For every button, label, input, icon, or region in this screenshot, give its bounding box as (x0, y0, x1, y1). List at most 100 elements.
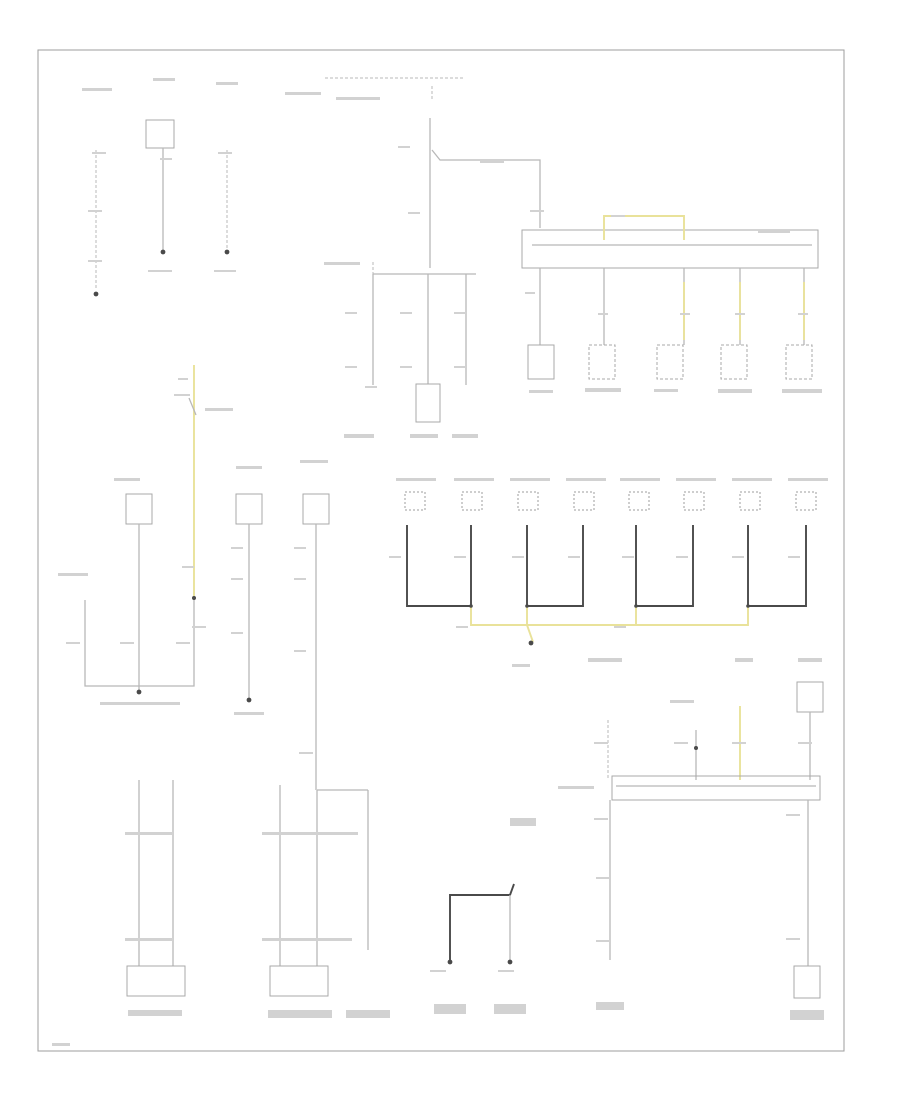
illegible-label-mark (510, 478, 550, 481)
ground-point-icon (224, 249, 230, 255)
illegible-label-mark (676, 556, 688, 558)
illegible-label-mark (216, 82, 238, 85)
illegible-label-mark (654, 389, 678, 392)
illegible-label-mark (454, 312, 466, 314)
illegible-label-mark (52, 1043, 70, 1046)
illegible-label-mark (512, 664, 530, 667)
illegible-label-mark (596, 877, 610, 879)
illegible-label-mark (192, 626, 206, 628)
illegible-label-mark (324, 262, 360, 265)
illegible-label-mark (452, 434, 478, 438)
illegible-label-mark (594, 818, 608, 820)
ground-point-icon (246, 697, 252, 703)
splice-point-icon (192, 596, 196, 600)
illegible-label-mark (262, 938, 352, 941)
illegible-label-mark (530, 210, 544, 212)
illegible-label-mark (676, 478, 716, 481)
illegible-label-mark (148, 270, 172, 272)
illegible-label-mark (588, 658, 622, 662)
illegible-label-mark (732, 556, 744, 558)
illegible-label-mark (231, 547, 243, 549)
ground-point-icon (93, 291, 99, 297)
illegible-label-mark (125, 832, 173, 835)
illegible-label-mark (494, 1004, 526, 1014)
illegible-label-mark (788, 478, 828, 481)
lower-right-junction-block (607, 681, 824, 999)
ground-point-icon (507, 959, 513, 965)
illegible-label-mark (596, 1002, 624, 1010)
illegible-label-marks (52, 78, 828, 1046)
illegible-label-mark (396, 478, 436, 481)
illegible-label-mark (735, 313, 745, 315)
illegible-label-mark (798, 313, 808, 315)
ground-point-icon (160, 249, 166, 255)
illegible-label-mark (336, 97, 380, 100)
illegible-label-mark (125, 938, 173, 941)
illegible-label-mark (92, 152, 106, 154)
illegible-label-mark (622, 556, 634, 558)
illegible-label-mark (400, 312, 412, 314)
illegible-label-mark (268, 1010, 332, 1018)
illegible-label-mark (153, 78, 175, 81)
illegible-label-mark (680, 313, 690, 315)
illegible-label-mark (66, 642, 80, 644)
illegible-label-mark (182, 566, 194, 568)
illegible-label-mark (454, 556, 466, 558)
illegible-label-mark (674, 742, 688, 744)
illegible-label-mark (231, 578, 243, 580)
illegible-label-mark (389, 556, 401, 558)
illegible-label-mark (585, 388, 621, 392)
illegible-label-mark (454, 366, 466, 368)
illegible-label-mark (300, 460, 328, 463)
illegible-label-mark (512, 556, 524, 558)
illegible-label-mark (262, 832, 358, 835)
illegible-label-mark (594, 742, 608, 744)
illegible-label-mark (236, 466, 262, 469)
illegible-label-mark (510, 818, 536, 826)
diagram-frame (37, 49, 845, 1052)
top-right-junction-block (521, 215, 819, 380)
illegible-label-mark (614, 626, 626, 628)
illegible-label-mark (790, 1010, 824, 1020)
illegible-label-mark (735, 658, 753, 662)
illegible-label-mark (294, 650, 306, 652)
ground-point-icon (447, 959, 453, 965)
illegible-label-mark (231, 632, 243, 634)
illegible-label-mark (398, 146, 410, 148)
illegible-label-mark (160, 158, 172, 160)
illegible-label-mark (408, 212, 420, 214)
illegible-label-mark (128, 1010, 182, 1016)
illegible-label-mark (718, 389, 752, 393)
illegible-label-mark (82, 88, 112, 91)
top-left-components (93, 119, 230, 297)
illegible-label-mark (234, 712, 264, 715)
illegible-label-mark (568, 556, 580, 558)
illegible-label-mark (529, 390, 553, 393)
illegible-label-mark (178, 378, 188, 380)
illegible-label-mark (798, 658, 822, 662)
illegible-label-mark (732, 742, 746, 744)
illegible-label-mark (214, 270, 236, 272)
middle-left-components (84, 365, 330, 790)
illegible-label-mark (344, 434, 374, 438)
illegible-label-mark (782, 389, 822, 393)
illegible-label-mark (88, 210, 102, 212)
illegible-label-mark (788, 556, 800, 558)
illegible-label-mark (346, 1010, 390, 1018)
illegible-label-mark (345, 366, 357, 368)
illegible-label-mark (299, 752, 313, 754)
illegible-label-mark (400, 366, 412, 368)
illegible-label-mark (558, 786, 594, 789)
illegible-label-mark (294, 578, 306, 580)
illegible-label-mark (798, 742, 812, 744)
illegible-label-mark (345, 312, 357, 314)
illegible-label-mark (410, 434, 438, 438)
illegible-label-mark (285, 92, 321, 95)
illegible-label-mark (100, 702, 180, 705)
illegible-label-mark (620, 478, 660, 481)
center-right-ground-bus (404, 491, 817, 646)
illegible-label-mark (732, 478, 772, 481)
illegible-label-mark (786, 938, 800, 940)
illegible-label-mark (786, 814, 800, 816)
